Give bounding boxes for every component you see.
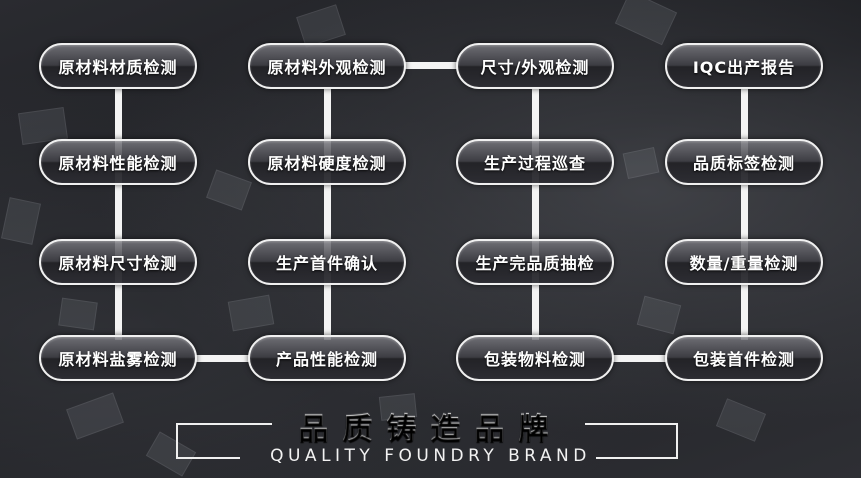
flow-node[interactable]: 尺寸/外观检测 [456, 43, 614, 89]
flow-node[interactable]: 原材料性能检测 [39, 139, 197, 185]
footer-frame-line [176, 423, 178, 458]
footer-frame-line [176, 457, 240, 459]
background-shard [614, 0, 678, 46]
flow-node[interactable]: 品质标签检测 [665, 139, 823, 185]
flow-node[interactable]: 原材料盐雾检测 [39, 335, 197, 381]
footer-frame-line [585, 423, 677, 425]
footer-frame-line [176, 423, 272, 425]
background-shard [636, 295, 682, 335]
footer-title-chinese: 品质铸造品牌 [0, 404, 861, 448]
background-shard [622, 146, 660, 180]
connector-line [532, 88, 539, 340]
flow-node[interactable]: 产品性能检测 [248, 335, 406, 381]
flow-node[interactable]: 生产首件确认 [248, 239, 406, 285]
background-shard [206, 169, 252, 211]
flow-node[interactable]: 生产完品质抽检 [456, 239, 614, 285]
flow-node[interactable]: 生产过程巡查 [456, 139, 614, 185]
background-shard [227, 294, 275, 332]
footer-frame-line [596, 457, 678, 459]
flow-node[interactable]: IQC出产报告 [665, 43, 823, 89]
flow-node[interactable]: 原材料外观检测 [248, 43, 406, 89]
background-shard [0, 197, 42, 245]
flow-node[interactable]: 原材料硬度检测 [248, 139, 406, 185]
connector-line [115, 88, 122, 340]
footer-frame-line [676, 423, 678, 458]
footer-title-english: QUALITY FOUNDRY BRAND [270, 446, 591, 466]
flow-node[interactable]: 原材料尺寸检测 [39, 239, 197, 285]
background-shard [296, 4, 346, 48]
flow-node[interactable]: 原材料材质检测 [39, 43, 197, 89]
flow-node[interactable]: 包装物料检测 [456, 335, 614, 381]
connector-line [612, 355, 667, 362]
flow-node[interactable]: 包装首件检测 [665, 335, 823, 381]
flow-node[interactable]: 数量/重量检测 [665, 239, 823, 285]
connector-line [324, 88, 331, 340]
background-shard [58, 297, 98, 331]
connector-line [404, 62, 458, 69]
connector-line [741, 88, 748, 340]
connector-line [196, 355, 250, 362]
